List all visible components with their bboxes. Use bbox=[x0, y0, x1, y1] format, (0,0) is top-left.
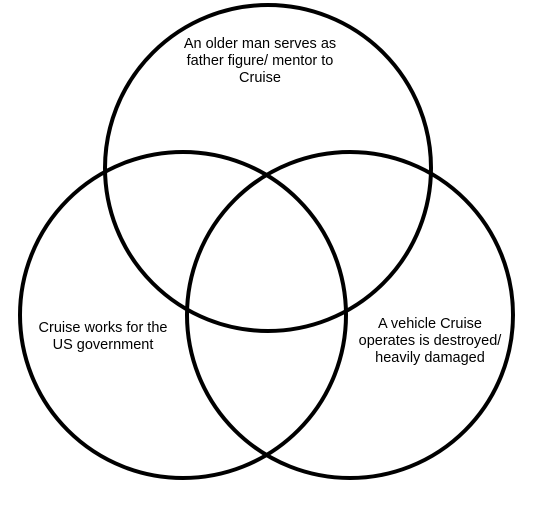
venn-label-right-line-3: heavily damaged bbox=[375, 350, 485, 366]
venn-label-top-line-1: An older man serves as bbox=[183, 36, 337, 52]
venn-label-top-line-3: Cruise bbox=[239, 70, 281, 86]
venn-label-right-line-1: A vehicle Cruise bbox=[378, 316, 482, 332]
venn-circle-top bbox=[103, 3, 433, 333]
venn-label-top: An older man serves as father figure/ me… bbox=[160, 36, 360, 87]
venn-circle-left bbox=[18, 150, 348, 480]
venn-label-left-line-2: US government bbox=[52, 337, 154, 353]
venn-label-left: Cruise works for the US government bbox=[18, 320, 188, 354]
venn-label-right-line-2: operates is destroyed/ bbox=[358, 333, 502, 349]
venn-label-right: A vehicle Cruise operates is destroyed/ … bbox=[345, 316, 515, 367]
venn-label-left-line-1: Cruise works for the bbox=[38, 320, 168, 336]
venn-label-top-line-2: father figure/ mentor to bbox=[186, 53, 334, 69]
venn-circle-right bbox=[185, 150, 515, 480]
